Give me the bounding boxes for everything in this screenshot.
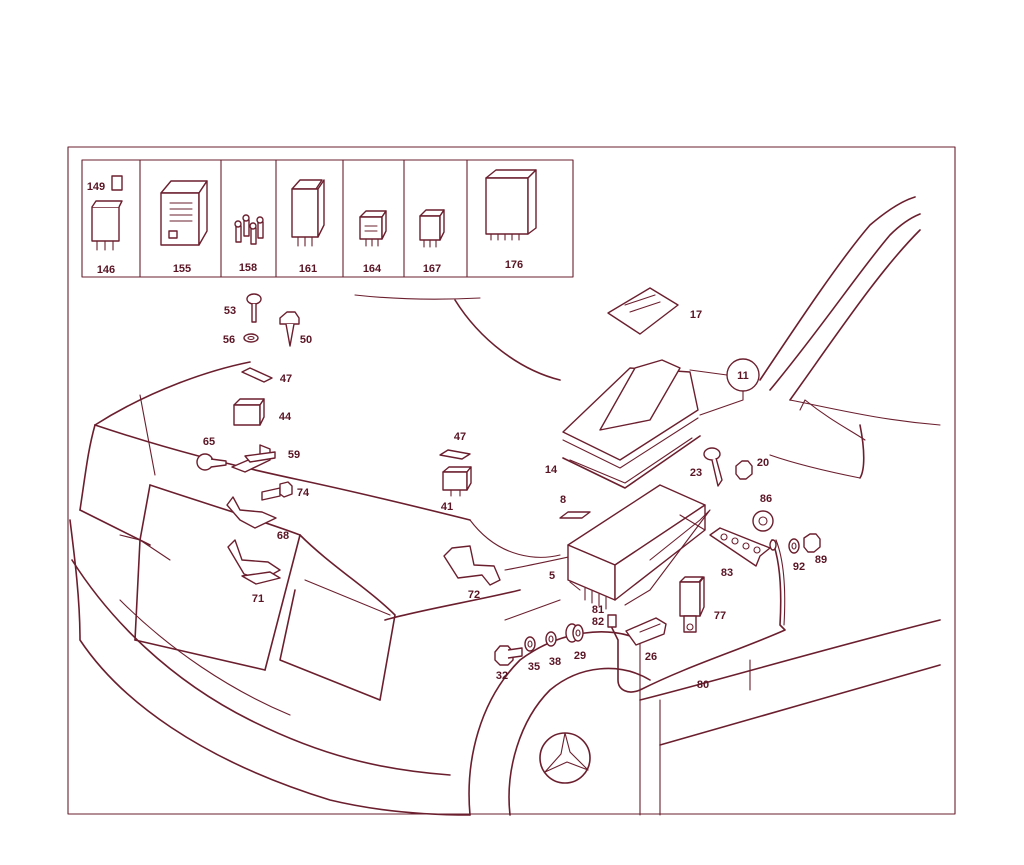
label-card-icon[interactable]	[607, 287, 679, 335]
relay-icon[interactable]	[419, 209, 445, 248]
car-outline	[69, 196, 941, 816]
bolt-icon[interactable]	[279, 311, 300, 347]
relay-icon[interactable]	[359, 210, 387, 247]
callout-20: 20	[757, 457, 769, 469]
callout-77: 77	[714, 610, 726, 622]
callout-65: 65	[203, 436, 215, 448]
washer-icon[interactable]	[524, 636, 536, 652]
bracket-icon[interactable]	[227, 539, 281, 585]
bracket-icon[interactable]	[625, 617, 667, 646]
callout-82: 82	[592, 616, 604, 628]
callout-17: 17	[690, 309, 702, 321]
fuse-icon[interactable]	[241, 367, 273, 383]
relay-icon[interactable]	[442, 466, 472, 497]
screw-icon[interactable]	[196, 453, 227, 471]
callout-89: 89	[815, 554, 827, 566]
callout-50: 50	[300, 334, 312, 346]
screw-icon[interactable]	[703, 447, 723, 487]
callout-44: 44	[279, 411, 292, 423]
label-146: 146	[97, 264, 115, 276]
fuse-box-icon[interactable]	[567, 484, 711, 610]
callout-92: 92	[793, 561, 805, 573]
callout-68: 68	[277, 530, 289, 542]
bracket-icon[interactable]	[226, 496, 277, 529]
washer-icon[interactable]	[243, 333, 259, 343]
nut-icon[interactable]	[752, 510, 774, 532]
callout-53: 53	[224, 305, 236, 317]
relay-icon[interactable]	[291, 179, 325, 247]
fuse-set-icon[interactable]	[234, 214, 264, 245]
bolt-icon[interactable]	[494, 645, 523, 666]
bracket-icon[interactable]	[443, 545, 501, 586]
washer-icon[interactable]	[545, 631, 557, 647]
callout-72: 72	[468, 589, 480, 601]
fuse-icon[interactable]	[439, 449, 471, 460]
cable-icon[interactable]	[611, 539, 786, 693]
bracket-icon[interactable]	[231, 444, 276, 473]
washer-icon[interactable]	[788, 538, 800, 554]
callout-80: 80	[697, 679, 709, 691]
fuse-icon[interactable]	[559, 511, 591, 519]
nut-icon[interactable]	[735, 460, 753, 480]
callout-74: 74	[297, 487, 310, 499]
connector-icon[interactable]	[607, 614, 617, 628]
control-unit-icon[interactable]	[160, 180, 208, 246]
label-167: 167	[423, 263, 441, 275]
callout-8: 8	[560, 494, 566, 506]
callout-83: 83	[721, 567, 733, 579]
callout-81: 81	[592, 604, 604, 616]
control-unit-icon[interactable]	[485, 169, 537, 241]
callout-56: 56	[223, 334, 235, 346]
inset-frame	[81, 159, 574, 278]
callout-14: 14	[545, 464, 558, 476]
label-155: 155	[173, 263, 191, 275]
label-164: 164	[363, 263, 382, 275]
callout-47-left: 47	[280, 373, 292, 385]
callout-23: 23	[690, 467, 702, 479]
callout-29: 29	[574, 650, 586, 662]
diagram-frame	[67, 146, 956, 815]
grommet-icon[interactable]	[565, 623, 584, 643]
fuse-box-cover-icon[interactable]	[562, 359, 701, 489]
terminal-block-icon[interactable]	[709, 527, 771, 567]
callout-59: 59	[288, 449, 300, 461]
bolt-icon[interactable]	[261, 481, 293, 501]
callout-41: 41	[441, 501, 453, 513]
screw-icon[interactable]	[246, 293, 262, 323]
label-158: 158	[239, 262, 257, 274]
callout-86: 86	[760, 493, 772, 505]
label-176: 176	[505, 259, 523, 271]
relay-socket-icon[interactable]	[91, 175, 123, 251]
callout-32: 32	[496, 670, 508, 682]
relay-icon[interactable]	[233, 398, 265, 426]
label-161: 161	[299, 263, 317, 275]
callout-71: 71	[252, 593, 264, 605]
callout-38: 38	[549, 656, 561, 668]
callout-47-center: 47	[454, 431, 466, 443]
callout-11: 11	[737, 370, 749, 382]
callout-26: 26	[645, 651, 657, 663]
relay-icon[interactable]	[679, 576, 705, 633]
inset-panel: 149 146 155 158	[81, 159, 574, 278]
nut-icon[interactable]	[803, 533, 821, 553]
label-149: 149	[87, 181, 105, 193]
callout-35: 35	[528, 661, 540, 673]
callout-5: 5	[549, 570, 555, 582]
